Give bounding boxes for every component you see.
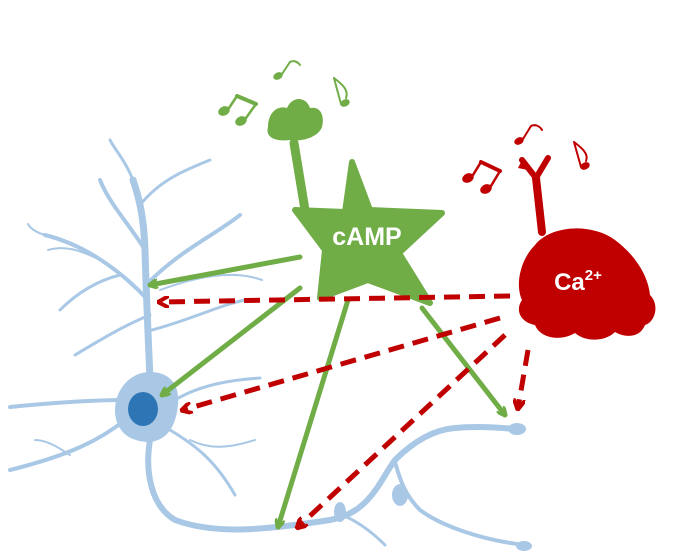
axon-varicosity (392, 484, 408, 506)
axon-terminal (508, 423, 526, 435)
music-note-icon (514, 124, 543, 145)
camp-star (292, 159, 445, 306)
camp-receptor (267, 99, 323, 215)
camp-arrow-to-axon (278, 297, 351, 527)
camp-label: cAMP (332, 223, 401, 251)
calcium-arrow-to-axon (298, 333, 507, 527)
calcium-cloud (518, 228, 656, 340)
calcium-label: Ca2+ (554, 267, 602, 296)
music-note-icon (573, 141, 590, 170)
camp-arrow-to-soma (162, 285, 303, 395)
music-note-icon (462, 160, 502, 194)
calcium-label-charge: 2+ (585, 267, 602, 284)
calcium-label-base: Ca (554, 269, 585, 296)
camp-arrow-to-terminal (419, 305, 505, 415)
neuron-nucleus (128, 392, 158, 426)
axon-varicosity (334, 502, 346, 522)
camp-arrows (150, 254, 505, 527)
neuron (8, 138, 527, 547)
calcium-arrow-to-soma (183, 315, 501, 410)
music-note-icon (333, 77, 350, 107)
music-note-icon (273, 60, 301, 80)
axon-terminal (516, 541, 532, 551)
calcium-arrow-to-dendrite (160, 293, 511, 302)
music-note-icon (218, 94, 258, 126)
calcium-arrow-to-terminal (518, 349, 531, 408)
calcium-receptor (518, 155, 551, 236)
camp-arrow-to-dendrite (150, 254, 303, 285)
calcium-arrows (160, 293, 531, 527)
